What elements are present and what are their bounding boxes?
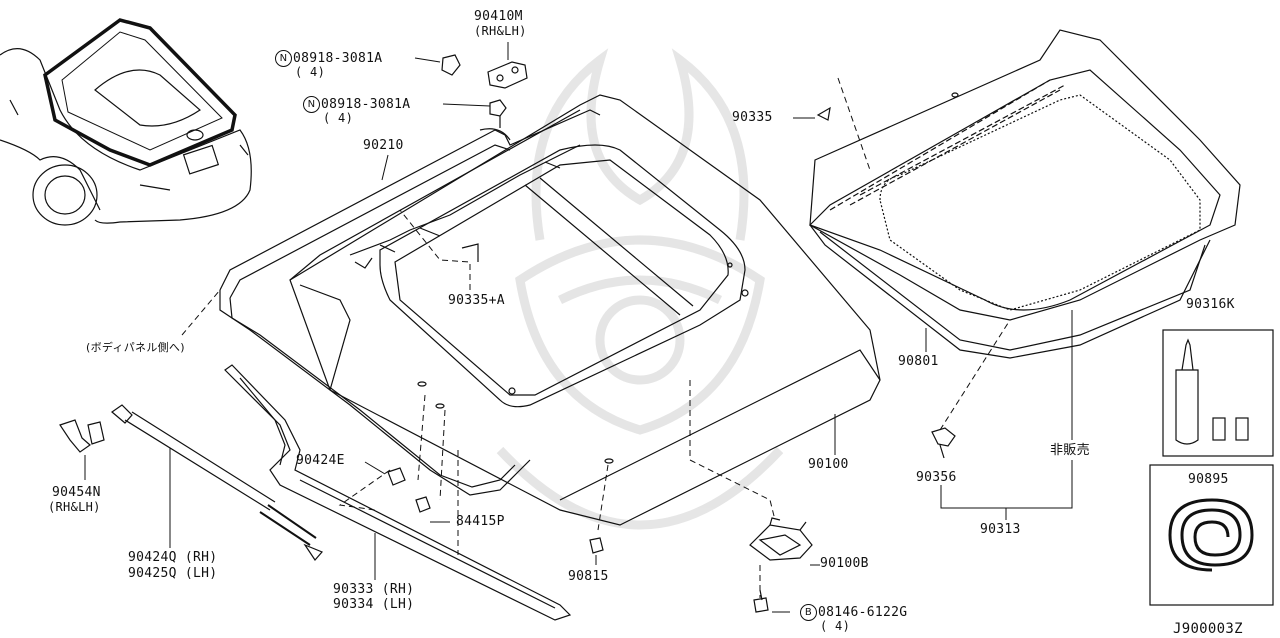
- leader-lines: [84, 42, 1073, 613]
- adhesive-kit-box: [1162, 329, 1274, 457]
- gas-strut: [59, 404, 324, 561]
- hatch-lock: [749, 517, 813, 613]
- label-body-note: (ボディパネル側へ): [86, 341, 185, 354]
- label-glass-seal: 90801: [898, 354, 939, 369]
- label-strut-lh: 90425Q (LH): [128, 566, 218, 581]
- hinge-assembly: [441, 54, 528, 128]
- label-bracket-e: 90424E: [296, 453, 345, 468]
- label-stud-side: (RH&LH): [48, 500, 101, 514]
- tape-roll-box: [1149, 464, 1274, 606]
- clip-parts: [461, 106, 956, 459]
- label-stud: 90454N: [52, 485, 101, 500]
- spoiler-molding: [224, 364, 572, 621]
- bumper-parts: [387, 381, 614, 554]
- label-spoiler-rh: 90333 (RH): [333, 582, 415, 597]
- label-bumper: 84415P: [456, 514, 505, 529]
- label-seal: 90210: [363, 138, 404, 153]
- label-tape: 90895: [1188, 472, 1229, 487]
- watermark-logo: [496, 48, 784, 530]
- label-hinge-side: (RH&LH): [474, 24, 527, 38]
- label-clip-bottom: 90815: [568, 569, 609, 584]
- label-nut-1-qty: ( 4): [295, 65, 326, 79]
- nut2-part-number: 08918-3081A: [321, 97, 411, 112]
- weatherstrip-seal-90210: [219, 109, 601, 496]
- hatch-panel-90100: [289, 94, 881, 526]
- label-clip-a: 90335+A: [448, 293, 505, 308]
- circle-n-marker: N: [303, 96, 320, 113]
- label-nut-2-qty: ( 4): [323, 111, 354, 125]
- rear-glass-90313: [808, 29, 1241, 359]
- label-not-sold: 非販売: [1050, 443, 1090, 458]
- label-adhesive: 90316K: [1186, 297, 1235, 312]
- label-spoiler-lh: 90334 (LH): [333, 597, 415, 612]
- label-hinge: 90410M: [474, 9, 523, 24]
- label-strut-rh: 90424Q (RH): [128, 550, 218, 565]
- bolt-part-number: 08146-6122G: [818, 605, 908, 620]
- circle-n-marker: N: [275, 50, 292, 67]
- label-clip-top: 90335: [732, 110, 773, 125]
- diagram-code: J900003Z: [1173, 621, 1243, 637]
- nut1-part-number: 08918-3081A: [293, 51, 383, 66]
- label-glass-assy: 90313: [980, 522, 1021, 537]
- label-hatch: 90100: [808, 457, 849, 472]
- circle-b-marker: B: [800, 604, 817, 621]
- label-lock: 90100B: [820, 556, 869, 571]
- car-inset-illustration: [0, 18, 252, 226]
- label-bolt-qty: ( 4): [820, 619, 851, 633]
- label-glass-clip: 90356: [916, 470, 957, 485]
